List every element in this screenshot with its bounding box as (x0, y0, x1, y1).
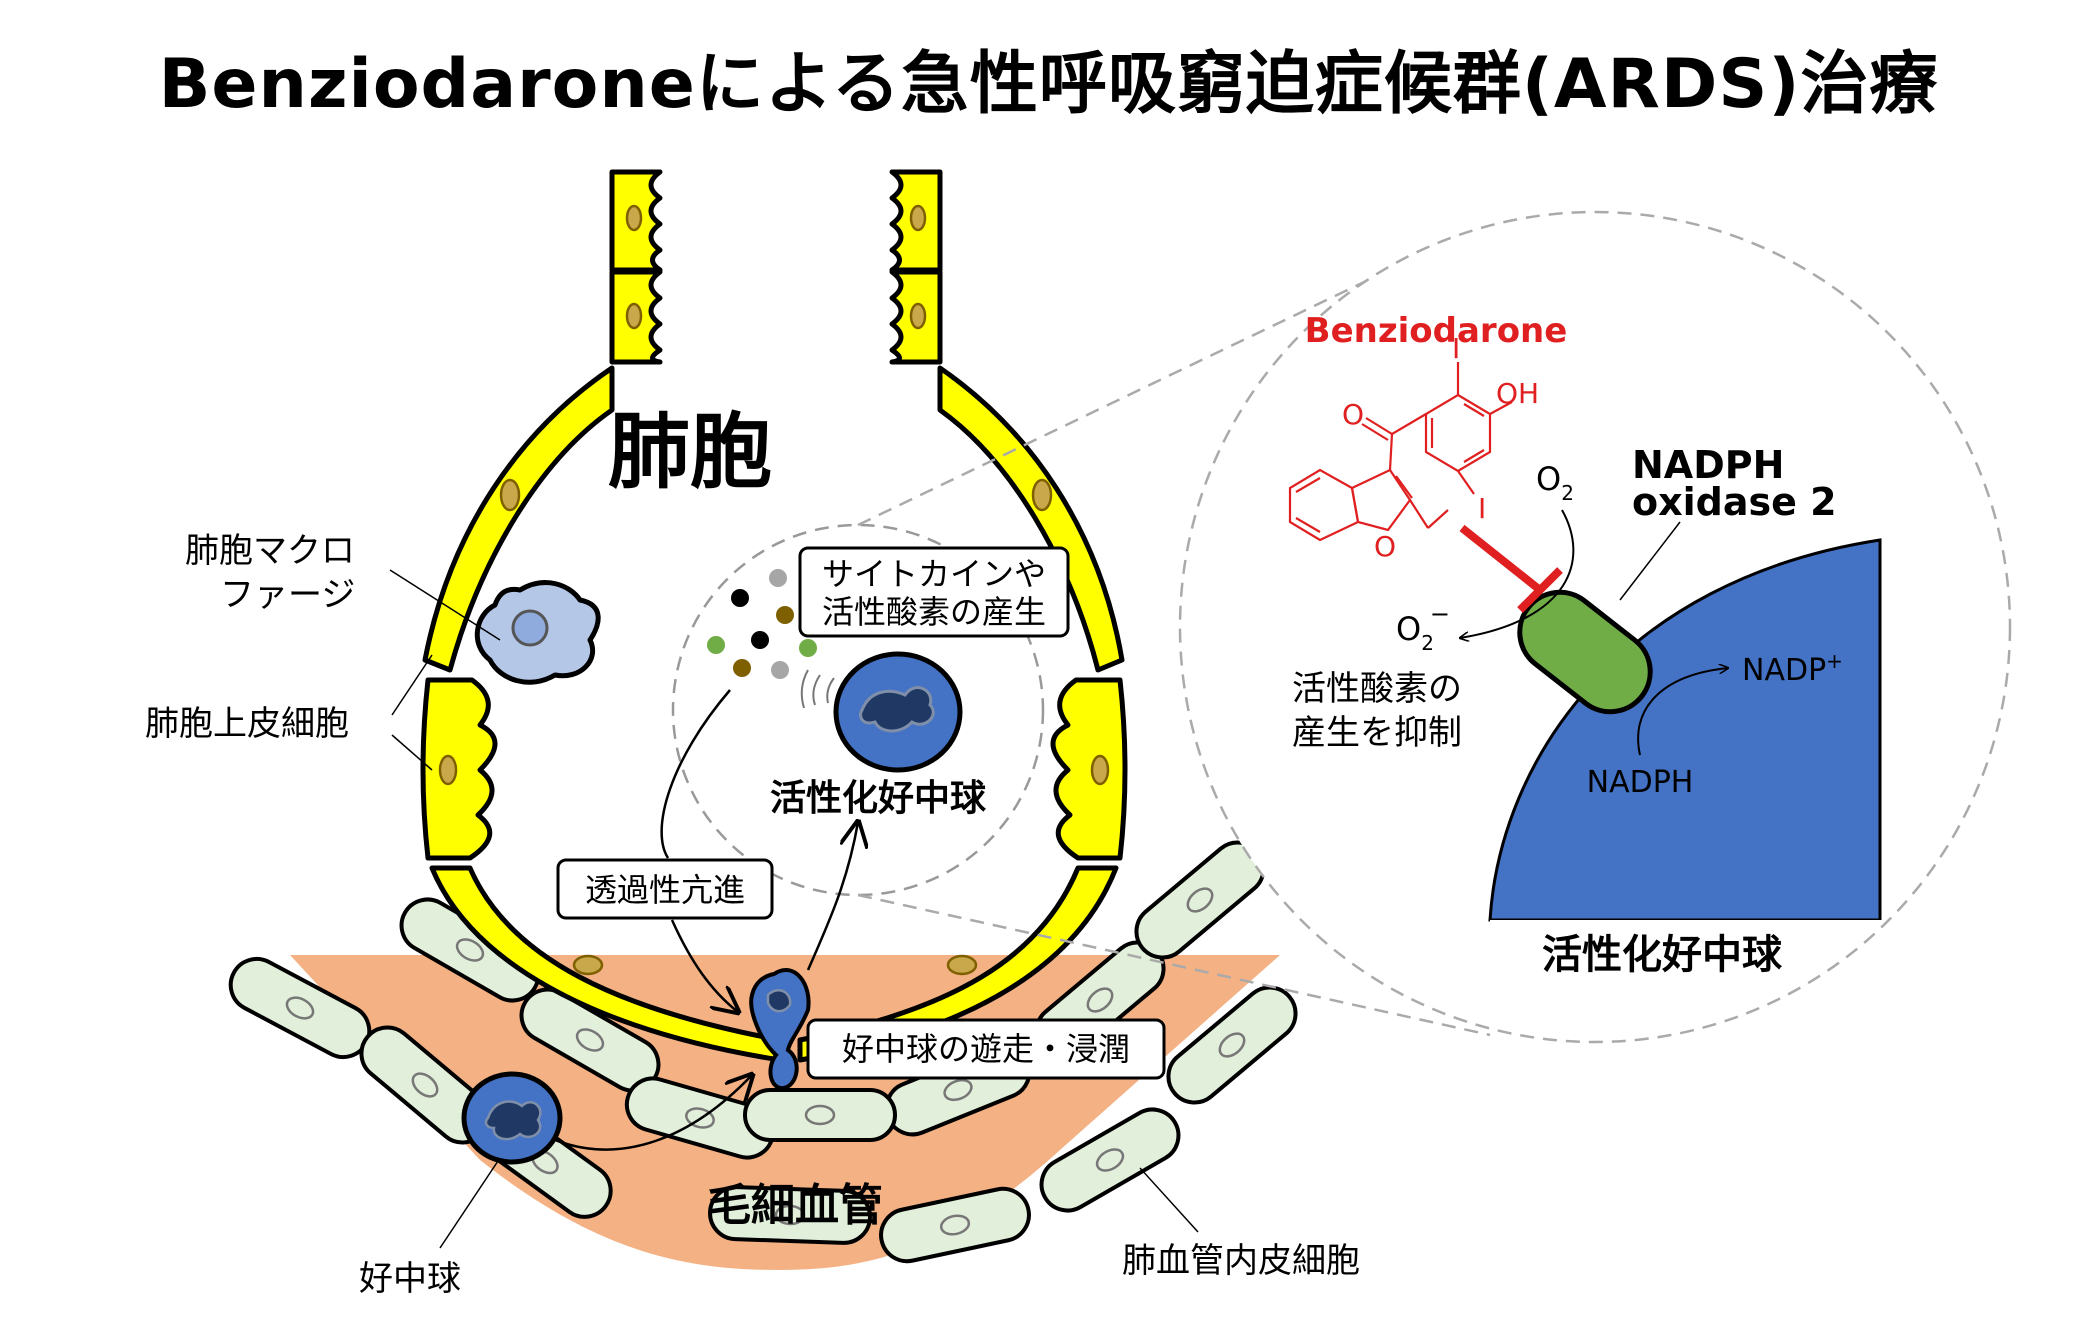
neutrophil-leader (439, 1157, 501, 1249)
circulating-neutrophil (461, 1071, 563, 1165)
migrating-neutrophil-nucleus (766, 989, 792, 1013)
enzyme-label-line2: oxidase 2 (1632, 480, 1837, 524)
inhibit-label-line2: 産生を抑制 (1292, 713, 1462, 753)
capillary-label: 毛細血管 (707, 1180, 883, 1231)
emission-lines (800, 669, 835, 709)
activated-neutrophil-small (833, 651, 963, 773)
svg-text:O: O (1374, 530, 1396, 563)
zoom-cell-label: 活性化好中球 (1542, 932, 1783, 978)
epithelial-nuclei (438, 204, 1110, 976)
migrating-neutrophil (749, 968, 811, 1091)
svg-text:O: O (1342, 398, 1364, 431)
cytokine-dots (707, 569, 817, 679)
nadph-arrow (1637, 668, 1728, 756)
migration-box (806, 1018, 1166, 1080)
svg-text:OH: OH (1496, 377, 1539, 410)
epithelial-leader-1 (391, 654, 433, 716)
alveolus-label: 肺胞 (608, 405, 772, 500)
nadp-label: NADP+ (1742, 649, 1843, 688)
endothelial-cell (743, 1088, 897, 1142)
type1-cell-right-upper (937, 365, 1125, 673)
endothelial-cell (1166, 985, 1298, 1105)
endothelial-label: 肺血管内皮細胞 (1122, 1241, 1360, 1281)
macrophage-label-line1: 肺胞マクロ (185, 531, 355, 571)
activated-neutrophil-label: 活性化好中球 (770, 778, 987, 819)
enzyme-label-line1: NADPH (1632, 443, 1784, 487)
migration-label: 好中球の遊走・浸潤 (842, 1030, 1130, 1068)
nadph-oxidase-2 (1517, 589, 1653, 715)
structure-atoms: I OH O I O (1342, 332, 1539, 563)
page-title: Benziodaroneによる急性呼吸窮迫症候群(ARDS)治療 (158, 45, 1939, 124)
zoom-line-bottom (857, 893, 1491, 1037)
superoxide-label: O2− (1396, 600, 1450, 655)
svg-text:I: I (1478, 492, 1486, 525)
arrow-gap-to-activation (806, 822, 858, 971)
zoom-circle-outline (1178, 210, 2012, 1044)
inhibition-symbol (1459, 524, 1563, 613)
cytokine-label-line1: サイトカインや (822, 555, 1046, 593)
enzyme-leader (1619, 521, 1681, 601)
type1-cell-left-upper (422, 365, 615, 673)
nadph-label: NADPH (1587, 765, 1694, 800)
macrophage-nucleus (511, 609, 549, 647)
macrophage-leader (389, 569, 501, 641)
endothelial-cell (879, 1186, 1031, 1264)
endothelial-leader (1139, 1167, 1199, 1233)
neutrophil-label: 好中球 (359, 1259, 461, 1299)
macrophage-label-line2: ファージ (220, 575, 355, 615)
type2-cell-left (420, 677, 498, 861)
type2-cell-right (1050, 677, 1128, 861)
svg-text:I: I (1452, 332, 1460, 365)
arrow-neutrophil-to-gap (554, 1075, 752, 1151)
arrow-permeability-to-gap (670, 919, 738, 1012)
arrow-cytokine-to-permeability (660, 689, 731, 859)
permeability-box (556, 858, 774, 920)
permeability-label: 透過性亢進 (585, 871, 745, 909)
drug-name: Benziodarone (1305, 311, 1568, 351)
cytokine-label-line2: 活性酸素の産生 (822, 593, 1046, 631)
o2-arrow (1460, 509, 1575, 638)
epithelial-leader-2 (391, 734, 433, 771)
o2-label: O2 (1536, 460, 1574, 505)
epithelial-label: 肺胞上皮細胞 (145, 704, 349, 744)
inner-zoom-circle (671, 523, 1045, 897)
benziodarone-structure (1288, 362, 1513, 542)
cytokine-box (798, 546, 1070, 638)
inhibit-label-line1: 活性酸素の (1292, 669, 1462, 709)
endothelial-cell (708, 1185, 872, 1245)
